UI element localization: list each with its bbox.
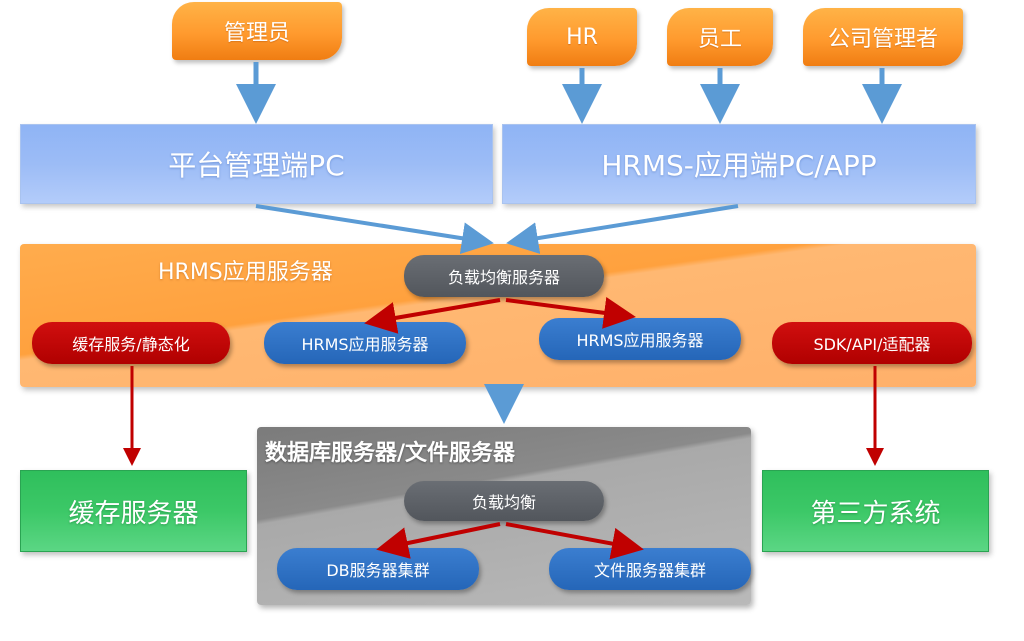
role-company-admin: 公司管理者 bbox=[803, 8, 963, 66]
arrow-app-to-lb bbox=[506, 204, 739, 254]
role-company-admin-label: 公司管理者 bbox=[827, 27, 938, 52]
file-cluster-label: 文件服务器集群 bbox=[593, 561, 706, 580]
cache-server-label: 缓存服务器 bbox=[68, 498, 199, 529]
role-admin: 管理员 bbox=[172, 2, 342, 60]
arrow-platform-to-lb bbox=[255, 204, 494, 255]
cache-server-box: 缓存服务器 bbox=[20, 470, 247, 552]
cache-service: 缓存服务/静态化 bbox=[32, 322, 230, 364]
role-employee-label: 员工 bbox=[697, 27, 742, 52]
cache-service-label: 缓存服务/静态化 bbox=[72, 335, 190, 354]
role-admin-label: 管理员 bbox=[223, 21, 290, 46]
role-employee: 员工 bbox=[667, 8, 773, 66]
third-party-label: 第三方系统 bbox=[810, 498, 941, 529]
db-load-balancer-label: 负载均衡 bbox=[471, 493, 536, 512]
client-platform-admin: 平台管理端PC bbox=[20, 124, 493, 204]
sdk-adapter-label: SDK/API/适配器 bbox=[813, 335, 931, 354]
sdk-adapter: SDK/API/适配器 bbox=[772, 322, 972, 364]
app-load-balancer-label: 负载均衡服务器 bbox=[447, 268, 560, 287]
app-load-balancer: 负载均衡服务器 bbox=[404, 255, 604, 297]
hrms-server-2-label: HRMS应用服务器 bbox=[576, 331, 704, 350]
role-hr-label: HR bbox=[566, 24, 598, 50]
db-load-balancer: 负载均衡 bbox=[404, 481, 604, 521]
hrms-server-2: HRMS应用服务器 bbox=[539, 318, 741, 360]
client-hrms-app-label: HRMS-应用端PC/APP bbox=[601, 149, 877, 182]
db-cluster-label: DB服务器集群 bbox=[326, 561, 430, 580]
third-party-box: 第三方系统 bbox=[762, 470, 989, 552]
client-hrms-app: HRMS-应用端PC/APP bbox=[502, 124, 976, 204]
hrms-server-1-label: HRMS应用服务器 bbox=[301, 335, 429, 354]
db-cluster: DB服务器集群 bbox=[277, 548, 479, 590]
role-hr: HR bbox=[527, 8, 637, 66]
app-server-title: HRMS应用服务器 bbox=[158, 260, 333, 285]
client-platform-admin-label: 平台管理端PC bbox=[168, 149, 345, 182]
file-cluster: 文件服务器集群 bbox=[549, 548, 751, 590]
hrms-server-1: HRMS应用服务器 bbox=[264, 322, 466, 364]
db-server-title: 数据库服务器/文件服务器 bbox=[265, 441, 516, 466]
